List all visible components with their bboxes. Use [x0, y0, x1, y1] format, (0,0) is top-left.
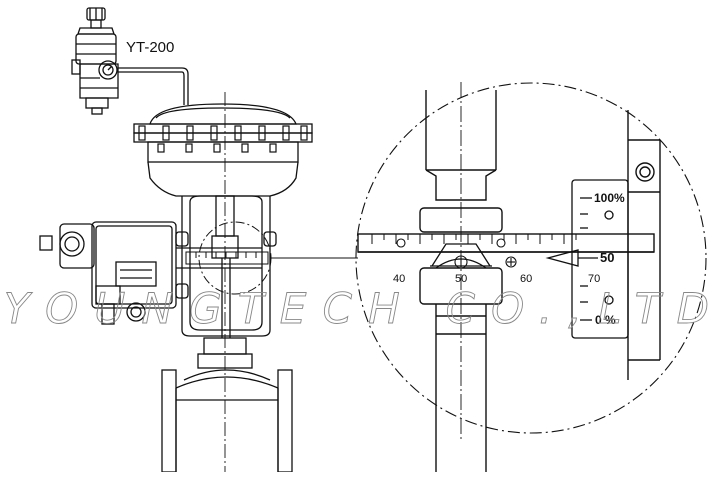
filter-regulator	[71, 7, 189, 115]
regulator-label: YT-200	[126, 39, 174, 56]
stem-and-bonnet	[197, 195, 253, 369]
actuator-diaphragm	[133, 103, 313, 197]
stroke-scale-mid-label: 50	[600, 250, 614, 265]
scale-holes	[396, 238, 517, 269]
stroke-scale-plate	[571, 179, 629, 339]
magnified-scale-bar	[357, 233, 655, 253]
scale-tick-label-50: 50	[455, 273, 467, 285]
scale-tick-label-60: 60	[520, 273, 532, 285]
scale-tick-label-70: 70	[588, 273, 600, 285]
mini-scale	[185, 251, 269, 265]
scale-tick-label-40: 40	[393, 273, 405, 285]
magnified-detail-circle	[355, 82, 707, 434]
actuator-bolts	[138, 125, 308, 153]
stroke-scale-top-label: 100%	[594, 191, 625, 205]
valve-body	[161, 369, 293, 473]
company-watermark: YOUNGTECH CO.,LTD	[4, 284, 709, 333]
valve-yoke	[175, 195, 277, 337]
smart-positioner	[39, 221, 262, 325]
scale-pointer	[545, 249, 598, 267]
stem-clamp	[430, 243, 492, 269]
scale-tick-marks	[371, 234, 577, 244]
stroke-scale-bottom-label: 0 %	[595, 313, 616, 327]
magnified-yoke-edge	[627, 110, 661, 380]
